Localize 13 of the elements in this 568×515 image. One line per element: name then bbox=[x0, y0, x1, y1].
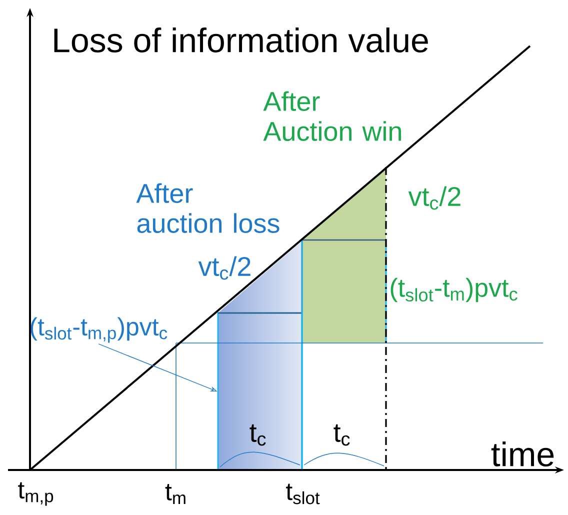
annotation-text: After Auction win bbox=[263, 91, 401, 141]
duration-label: t$_{c}$ bbox=[334, 424, 350, 446]
tick-label: t$_{m}$ bbox=[165, 484, 186, 504]
title: Loss of information value bbox=[54, 28, 428, 52]
formula-label: vt$_{c}$/2 bbox=[408, 186, 460, 210]
formula-label: (t$_{slot}$-t$_{m}$)pvt$_{c}$ bbox=[390, 278, 518, 302]
axis-label: time bbox=[491, 442, 554, 466]
tick-label: t$_{slot}$ bbox=[286, 484, 320, 504]
formula-label: vt$_{c}$/2 bbox=[198, 256, 250, 280]
formula-label: (t$_{slot}$-t$_{m,p}$)pvt$_{c}$ bbox=[30, 317, 168, 343]
annotation-text: After auction loss bbox=[136, 183, 280, 233]
duration-label: t$_{c}$ bbox=[250, 424, 266, 446]
tick-label: t$_{m,p}$ bbox=[18, 482, 54, 506]
